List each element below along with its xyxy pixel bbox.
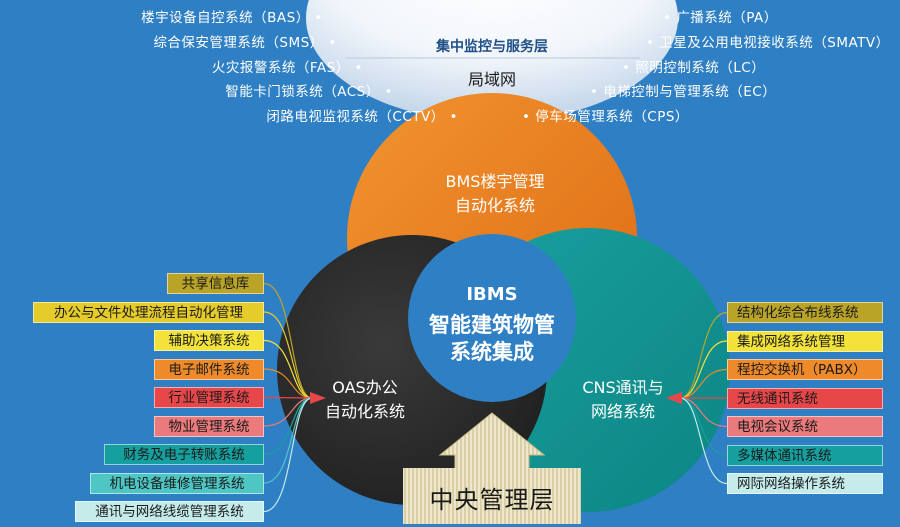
top-left-label-3: 火灾报警系统（FAS） • xyxy=(211,60,363,76)
service-layer-title: 集中监控与服务层 xyxy=(436,39,548,55)
top-right-label-2: • 卫星及公用电视接收系统（SMATV） xyxy=(646,35,890,51)
oas-connector-line xyxy=(263,397,313,513)
top-right-label-4: • 电梯控制与管理系统（EC） xyxy=(590,84,777,100)
top-right-label-1: • 广播系统（PA） xyxy=(663,10,778,26)
top-right-label-5: • 停车场管理系统（CPS） xyxy=(522,109,689,125)
cns-connector-line xyxy=(679,397,728,485)
oas-item-box: 共享信息库 xyxy=(167,273,264,294)
lan-label: 局域网 xyxy=(467,70,516,89)
oas-label: OAS办公自动化系统 xyxy=(324,378,405,421)
oas-item-box: 行业管理系统 xyxy=(154,387,264,408)
network-dome xyxy=(306,0,678,122)
top-right-label-3: • 照明控制系统（LC） xyxy=(622,60,766,76)
oas-item-box: 机电设备维修管理系统 xyxy=(90,472,264,494)
cns-item-box: 无线通讯系统 xyxy=(727,387,883,409)
top-left-label-2: 综合保安管理系统（SMS） • xyxy=(153,35,337,51)
top-left-label-5: 闭路电视监视系统（CCTV） • xyxy=(266,109,458,125)
left-hub-arrowhead xyxy=(310,392,326,404)
cns-item-box: 集成网络系统管理 xyxy=(727,330,883,352)
oas-item-box: 电子邮件系统 xyxy=(154,358,264,380)
oas-item-box: 办公与文件处理流程自动化管理 xyxy=(33,301,264,323)
right-hub-arrowhead xyxy=(666,392,682,404)
top-left-label-1: 楼宇设备自控系统（BAS） • xyxy=(141,10,323,26)
oas-connector-line xyxy=(263,311,313,399)
top-left-label-4: 智能卡门锁系统（ACS） • xyxy=(225,84,393,100)
cns-item-box: 电视会议系统 xyxy=(727,416,883,437)
cns-item-box: 多媒体通讯系统 xyxy=(727,444,883,466)
cns-connector-line xyxy=(679,311,728,399)
cns-connector-line xyxy=(679,340,728,399)
oas-item-box: 财务及电子转账系统 xyxy=(104,444,264,465)
cns-item-box: 网际网络操作系统 xyxy=(727,473,883,494)
cns-item-box: 结构化综合布线系统 xyxy=(727,302,883,323)
ibms-title: IBMS xyxy=(466,284,518,305)
cns-item-box: 程控交换机（PABX） xyxy=(727,359,883,380)
oas-connector-line xyxy=(263,339,313,399)
ibms-core-circle xyxy=(408,234,576,402)
cns-label: CNS通讯与网络系统 xyxy=(582,378,664,421)
central-label-bg xyxy=(403,468,581,524)
oas-item-box: 通讯与网络线缆管理系统 xyxy=(75,501,264,522)
oas-connector-line xyxy=(263,368,313,399)
oas-connector-line xyxy=(263,282,313,399)
cns-connector-line xyxy=(679,368,728,399)
ibms-subtitle: 智能建筑物管系统集成 xyxy=(429,313,555,364)
bms-label: BMS楼宇管理自动化系统 xyxy=(445,172,545,215)
oas-item-box: 辅助决策系统 xyxy=(154,330,264,351)
central-management-label: 中央管理层 xyxy=(429,486,555,514)
oas-item-box: 物业管理系统 xyxy=(154,415,264,437)
